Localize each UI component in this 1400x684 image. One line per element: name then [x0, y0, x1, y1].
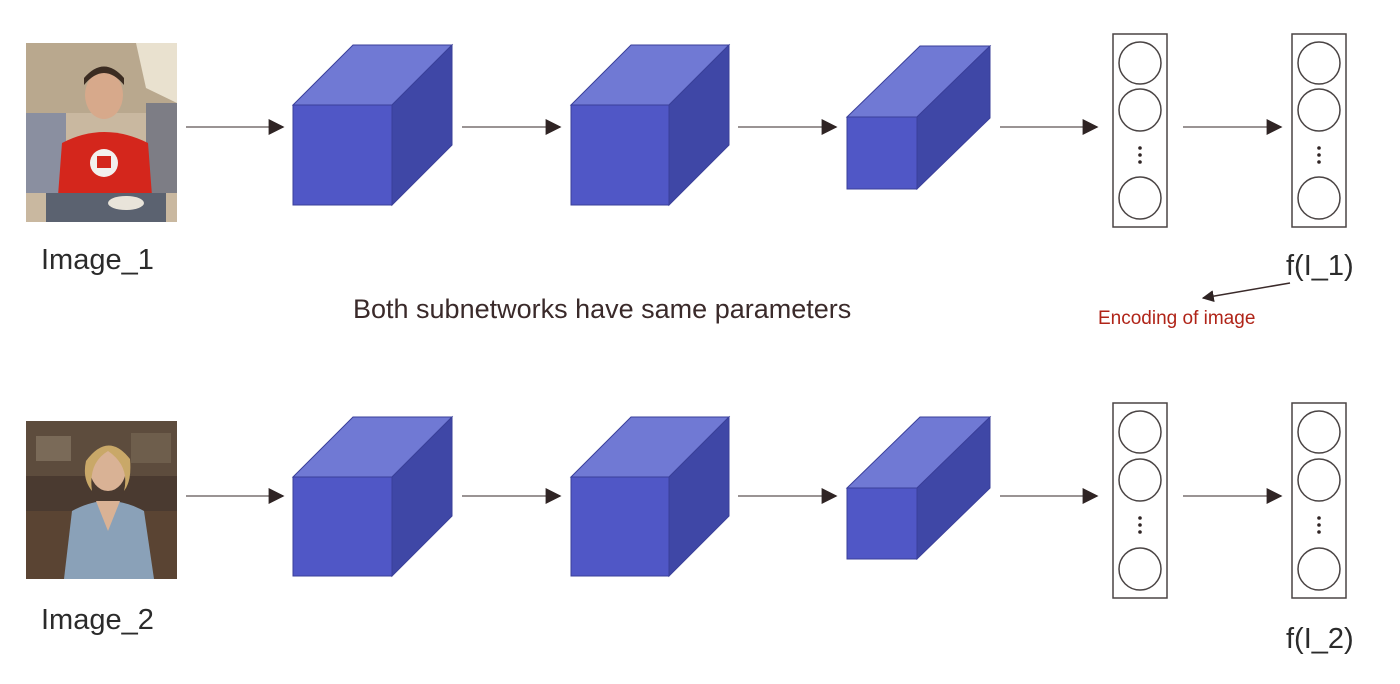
fc-layer-1-neuron — [1118, 176, 1162, 220]
subnetwork-1 — [186, 33, 1347, 228]
fc-layer-2 — [1112, 402, 1168, 599]
fc-layer-1-dot — [1138, 153, 1142, 157]
encoding-layer-2-neuron — [1297, 458, 1341, 502]
encoding-layer-2-dot — [1317, 516, 1321, 520]
fc-layer-2-dot — [1138, 523, 1142, 527]
conv-block-1-front — [292, 476, 393, 577]
fc-layer-2-neuron — [1118, 547, 1162, 591]
encoding-layer-1-neuron — [1297, 88, 1341, 132]
output-1-label: f(I_1) — [1286, 250, 1354, 282]
fc-layer-2-neuron — [1118, 458, 1162, 502]
image-1-label: Image_1 — [41, 244, 154, 276]
fc-layer-1-neuron — [1118, 41, 1162, 85]
conv-block-3 — [845, 44, 992, 191]
annotation-arrow — [1201, 282, 1291, 303]
fc-layer-1 — [1112, 33, 1168, 228]
input-photo-1 — [26, 43, 177, 222]
conv-block-2 — [569, 415, 731, 578]
conv-block-2 — [569, 43, 731, 207]
fc-layer-1-neuron — [1118, 88, 1162, 132]
subnetwork-2 — [186, 402, 1347, 599]
encoding-layer-1 — [1291, 33, 1347, 228]
image-2-label: Image_2 — [41, 604, 154, 636]
encoding-layer-2 — [1291, 402, 1347, 599]
fc-layer-2-dot — [1138, 530, 1142, 534]
photo-man-red-shirt — [26, 43, 177, 222]
conv-block-2-front — [570, 476, 670, 577]
fc-layer-2-dot — [1138, 516, 1142, 520]
conv-block-3-front — [846, 116, 918, 190]
photo-woman-blonde — [26, 421, 177, 579]
fc-layer-1-dot — [1138, 160, 1142, 164]
encoding-layer-1-dot — [1317, 146, 1321, 150]
fc-layer-2-neuron — [1118, 410, 1162, 454]
conv-block-3 — [845, 415, 992, 561]
conv-block-1 — [291, 43, 454, 207]
input-photo-2 — [26, 421, 177, 579]
encoding-layer-1-dot — [1317, 160, 1321, 164]
conv-block-1-front — [292, 104, 393, 206]
encoding-layer-2-dot — [1317, 523, 1321, 527]
conv-block-2-front — [570, 104, 670, 206]
encoding-layer-2-dot — [1317, 530, 1321, 534]
encoding-layer-1-neuron — [1297, 41, 1341, 85]
conv-block-1 — [291, 415, 454, 578]
fc-layer-1-dot — [1138, 146, 1142, 150]
conv-block-3-front — [846, 487, 918, 560]
encoding-annotation: Encoding of image — [1098, 308, 1256, 329]
encoding-layer-1-neuron — [1297, 176, 1341, 220]
shared-parameters-note: Both subnetworks have same parameters — [353, 294, 852, 324]
encoding-layer-1-dot — [1317, 153, 1321, 157]
encoding-layer-2-neuron — [1297, 410, 1341, 454]
output-2-label: f(I_2) — [1286, 623, 1354, 655]
encoding-layer-2-neuron — [1297, 547, 1341, 591]
